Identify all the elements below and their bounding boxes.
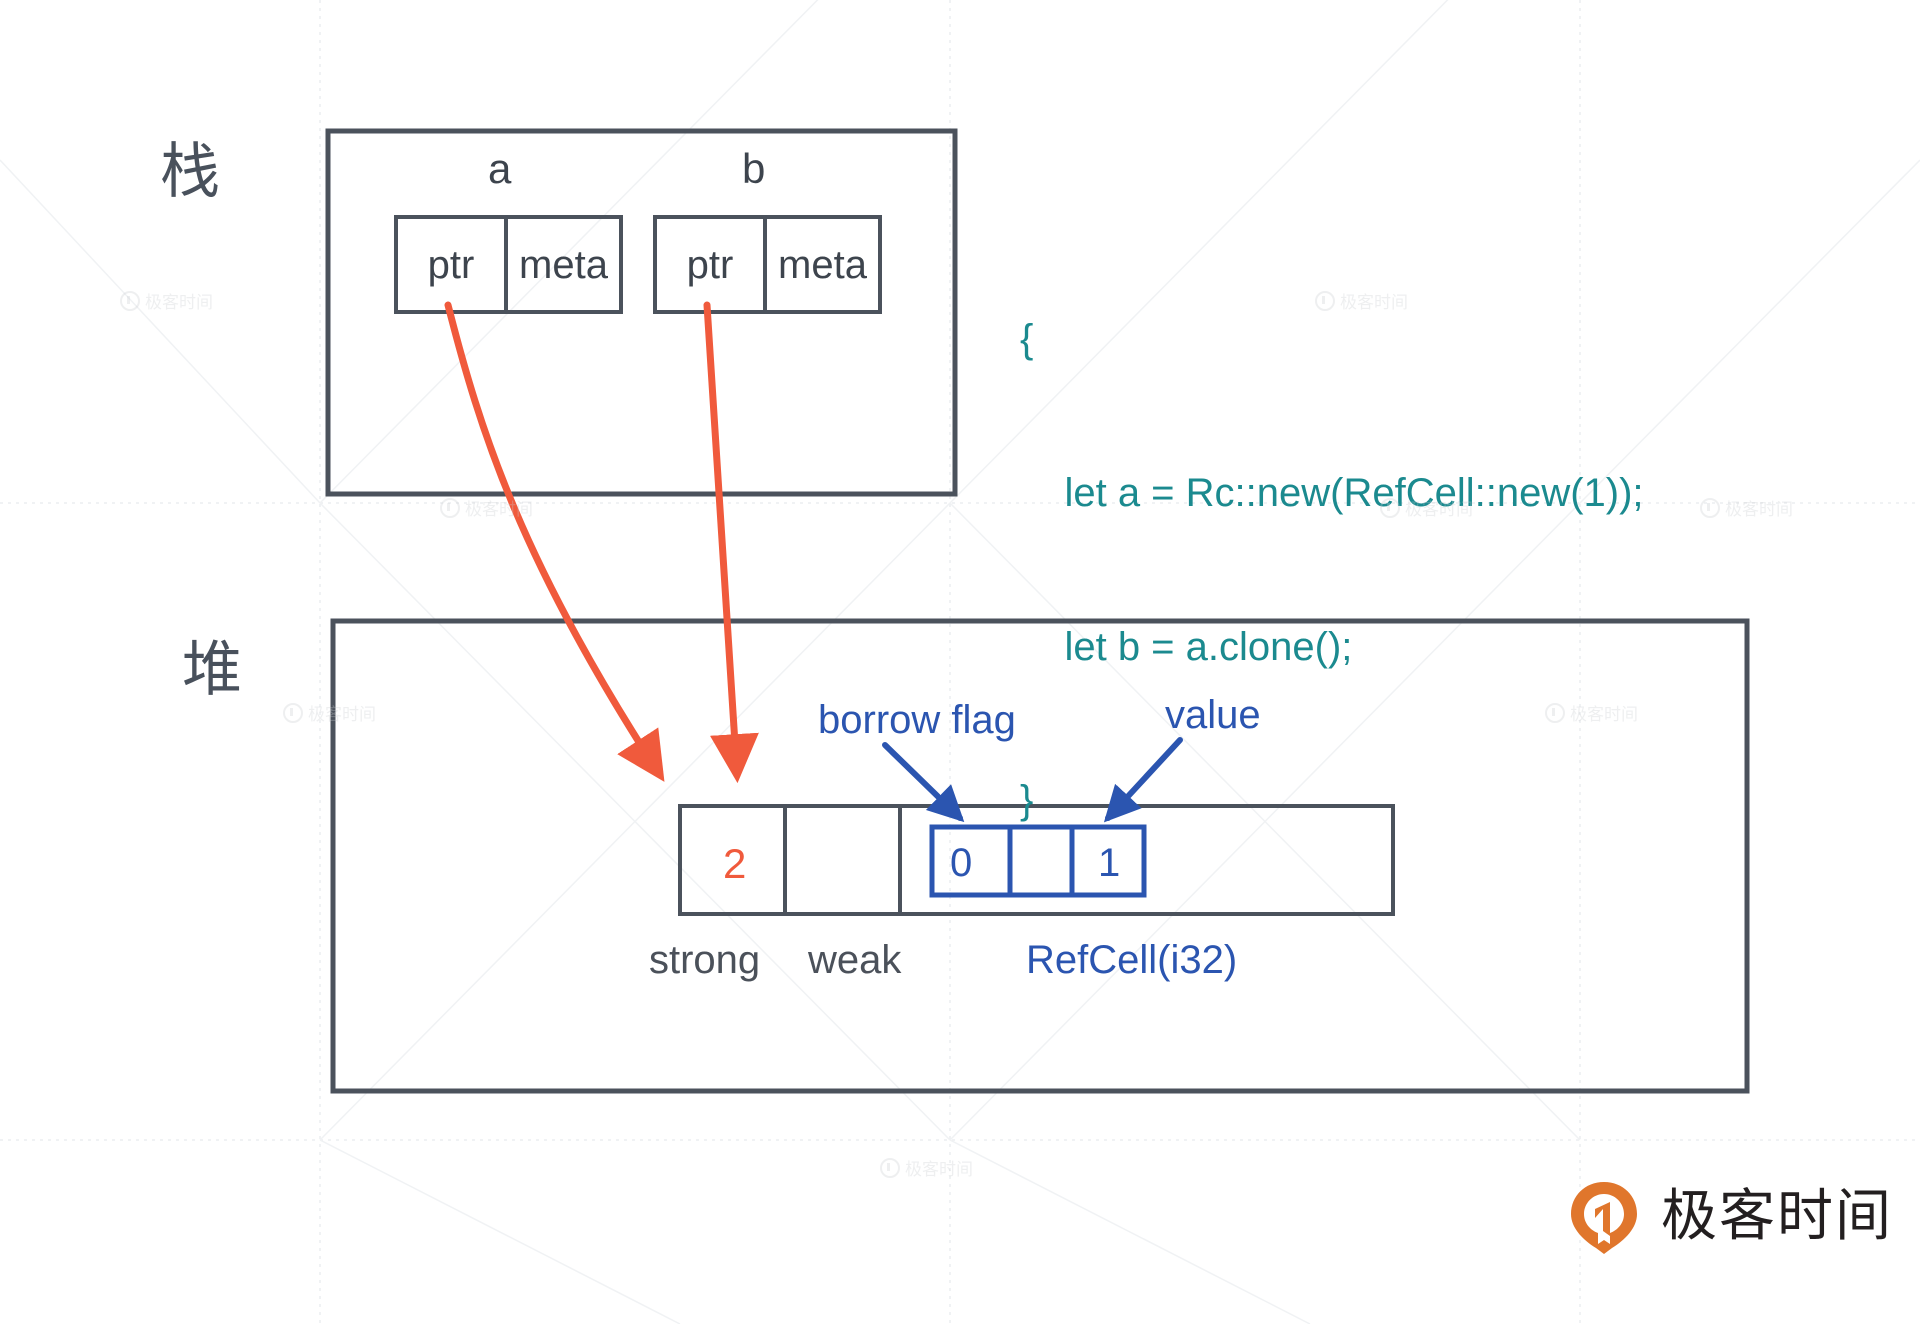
watermark-mark: 极客时间 xyxy=(283,700,376,725)
code-line-let-b: let b = a.clone(); xyxy=(1020,624,1353,669)
stack-var-name-a: a xyxy=(488,145,512,192)
watermark-dot-icon xyxy=(120,290,140,311)
brand-logo-text: 极客时间 xyxy=(1661,1184,1893,1249)
heap-region-label: 堆 xyxy=(182,635,242,705)
callout-label-value: value xyxy=(1165,693,1261,737)
watermark-mark: 极客时间 xyxy=(880,1155,973,1180)
stack-cell-b-ptr: ptr xyxy=(686,242,734,287)
stack-region-label: 栈 xyxy=(160,137,220,207)
stack-cell-a-meta: meta xyxy=(519,242,608,287)
watermark-dot-icon xyxy=(880,1157,900,1178)
watermark-text: 极客时间 xyxy=(1340,293,1408,313)
watermark-text: 极客时间 xyxy=(905,1160,973,1180)
code-line-close: } xyxy=(1020,778,1034,823)
watermark-text: 极客时间 xyxy=(1570,705,1638,725)
watermark-text: 极客时间 xyxy=(1405,500,1473,520)
watermark-text: 极客时间 xyxy=(308,705,376,725)
watermark-mark: 极客时间 xyxy=(1545,700,1638,725)
stack-cell-b-meta: meta xyxy=(778,242,867,287)
heap-strong-label: strong xyxy=(649,938,761,982)
watermark-mark: 极客时间 xyxy=(1380,495,1473,520)
refcell-borrow-flag-value: 0 xyxy=(950,841,973,885)
stack-var-name-b: b xyxy=(742,145,766,192)
watermark-text: 极客时间 xyxy=(465,500,533,520)
watermark-dot-icon xyxy=(1545,702,1565,723)
watermark-dot-icon xyxy=(1315,290,1335,311)
watermark-dot-icon xyxy=(283,702,303,723)
code-line-let-a: let a = Rc::new(RefCell::new(1)); xyxy=(1020,470,1644,515)
watermark-mark: 极客时间 xyxy=(120,288,213,313)
watermark-text: 极客时间 xyxy=(145,293,213,313)
watermark-dot-icon xyxy=(440,497,460,518)
watermark-dot-icon xyxy=(1700,497,1720,518)
code-line-open: { xyxy=(1020,317,1034,362)
brand-logo: 极客时间 xyxy=(1565,1178,1893,1256)
watermark-mark: 极客时间 xyxy=(1700,495,1793,520)
heap-weak-label: weak xyxy=(808,938,902,982)
heap-strong-count-value: 2 xyxy=(723,840,747,887)
code-snippet: { let a = Rc::new(RefCell::new(1)); let … xyxy=(1020,212,1644,929)
watermark-text: 极客时间 xyxy=(1725,500,1793,520)
stack-cell-a-ptr: ptr xyxy=(427,242,475,287)
watermark-mark: 极客时间 xyxy=(440,495,533,520)
refcell-value-cell-value: 1 xyxy=(1098,841,1121,885)
watermark-mark: 极客时间 xyxy=(1315,288,1408,313)
callout-label-borrow-flag: borrow flag xyxy=(818,698,1016,742)
watermark-dot-icon xyxy=(1380,497,1400,518)
geektime-logo-icon xyxy=(1571,1182,1637,1254)
heap-refcell-label: RefCell(i32) xyxy=(1026,938,1238,982)
